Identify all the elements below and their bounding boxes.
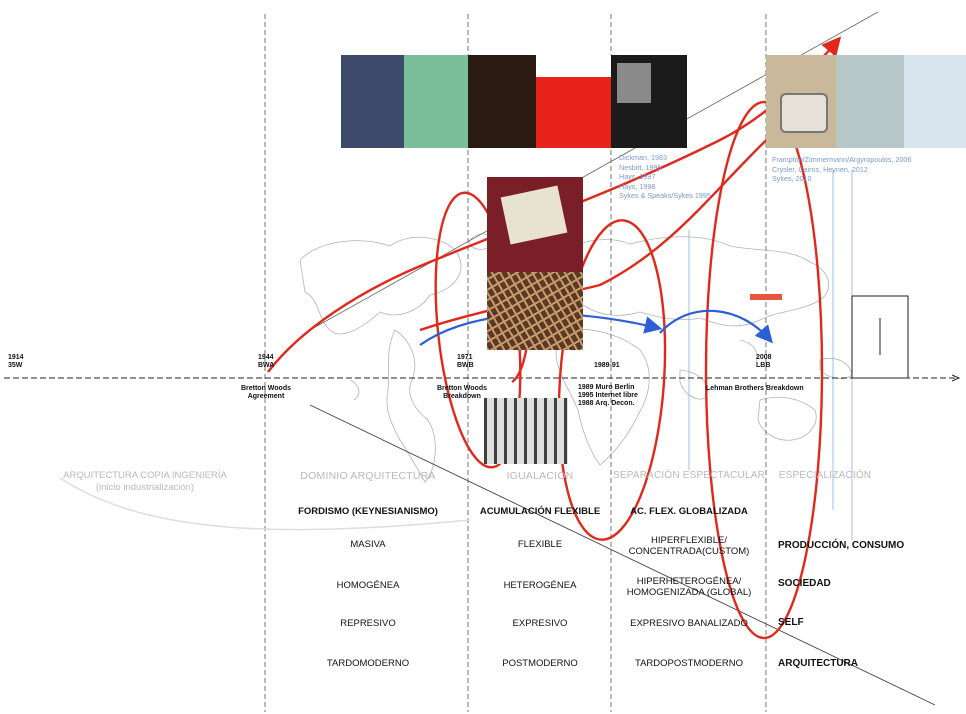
row-label-self: SELF — [778, 617, 804, 628]
era-dominio: DOMINIO ARQUITECTURA — [300, 470, 436, 482]
book-cover-7 — [836, 55, 904, 148]
cell-homogenea: HOMOGÉNEA — [336, 580, 400, 591]
book-cover-4 — [536, 55, 611, 148]
cell-fordismo: FORDISMO (KEYNESIANISMO) — [298, 506, 438, 517]
lower-diagonal — [309, 404, 936, 706]
book-cover-5 — [611, 55, 687, 148]
era-separacion: SEPARACIÓN ESPECTACULAR — [612, 470, 766, 481]
building-facade-image — [484, 398, 568, 464]
collage-image-bottom — [487, 272, 583, 350]
book-cover-1 — [341, 55, 405, 148]
book-cover-3 — [468, 55, 536, 148]
book-cover-6 — [766, 55, 836, 148]
cell-hiperheterogenea: HIPERHETEROGÉNEA/HOMOGENIZADA (GLOBAL) — [626, 576, 752, 598]
tick-1989: 1989-91 — [594, 362, 620, 369]
cell-tardomoderno: TARDOMODERNO — [326, 658, 410, 669]
cell-heterogenea: HETEROGÉNEA — [503, 580, 577, 591]
collage-image-top — [487, 177, 583, 272]
cell-represivo: REPRESIVO — [340, 618, 396, 629]
row-label-arquitectura: ARQUITECTURA — [778, 658, 858, 669]
cell-hiperflexible: HIPERFLEXIBLE/CONCENTRADA(CUSTOM) — [628, 535, 750, 557]
book-cover-2 — [404, 55, 468, 148]
cell-expresivo-banalizado: EXPRESIVO BANALIZADO — [630, 618, 748, 629]
event-lehman: Lehman Brothers Breakdown — [706, 385, 804, 392]
row-label-sociedad: SOCIEDAD — [778, 578, 831, 589]
cell-expresivo: EXPRESIVO — [512, 618, 568, 629]
era-pre-industrial: ARQUITECTURA COPIA INGENIERÍA(inicio ind… — [63, 470, 227, 493]
red-marker — [750, 294, 782, 300]
cell-masiva: MASIVA — [350, 539, 386, 550]
era-igualacion: IGUALACIÓN — [506, 470, 574, 482]
era-especializacion: ESPECIALIZACIÓN — [778, 470, 872, 481]
cell-ac-flex: AC. FLEX. GLOBALIZADA — [630, 506, 748, 517]
cell-flexible: FLEXIBLE — [517, 539, 563, 550]
blue-arrows — [419, 309, 773, 346]
cell-tardopostmoderno: TARDOPOSTMODERNO — [634, 658, 744, 669]
cell-postmoderno: POSTMODERNO — [502, 658, 578, 669]
row-label-produccion: PRODUCCIÓN, CONSUMO — [778, 540, 905, 551]
book-cover-8 — [904, 55, 966, 148]
cell-acumulacion: ACUMULACIÓN FLEXIBLE — [479, 506, 601, 517]
